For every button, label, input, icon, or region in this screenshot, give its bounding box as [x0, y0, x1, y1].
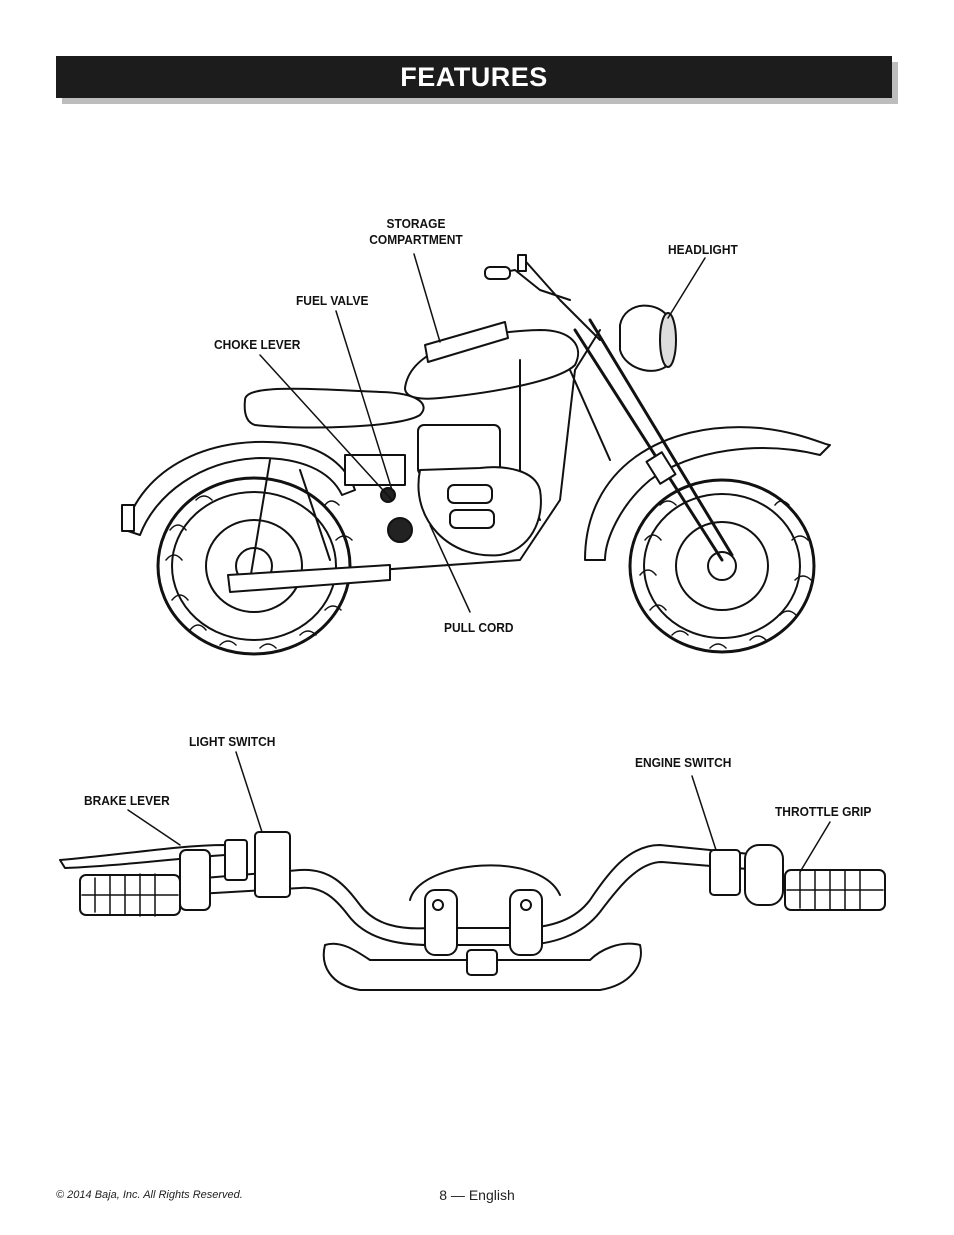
- leader-pull-cord: [429, 524, 471, 613]
- front-fender: [584, 426, 831, 561]
- seat: [243, 387, 425, 429]
- leader-headlight: [667, 257, 706, 319]
- fuel-valve-label: FUEL VALVE: [296, 293, 369, 308]
- leader-storage: [413, 253, 441, 343]
- throttle-grip-label: THROTTLE GRIP: [775, 804, 872, 819]
- choke-lever-label: CHOKE LEVER: [214, 337, 301, 352]
- motorcycle-illustration: [121, 253, 831, 656]
- page-number: 8 — English: [439, 1187, 515, 1203]
- leader-light-switch: [235, 751, 263, 833]
- handlebar-headlight-bowl: [409, 864, 561, 901]
- engine-switch-housing: [709, 849, 741, 896]
- headlight: [619, 304, 677, 372]
- front-wheel: [628, 478, 816, 654]
- leader-throttle-grip: [799, 821, 831, 873]
- leader-fuel-valve: [335, 310, 393, 491]
- right-grip: [784, 869, 886, 911]
- storage-label-line1: STORAGE: [386, 216, 446, 231]
- light-switch-housing: [254, 831, 291, 898]
- light-switch-label: LIGHT SWITCH: [189, 734, 276, 749]
- brake-lever-label: BRAKE LEVER: [84, 793, 170, 808]
- page-title-bar: FEATURES: [56, 56, 892, 98]
- copyright-notice: © 2014 Baja, Inc. All Rights Reserved.: [56, 1189, 243, 1201]
- left-grip: [79, 873, 181, 917]
- rear-fender: [124, 440, 356, 536]
- engine-switch-label: ENGINE SWITCH: [635, 755, 732, 770]
- headlight-label: HEADLIGHT: [668, 242, 738, 257]
- page-title: FEATURES: [400, 61, 548, 92]
- leader-choke: [259, 354, 393, 501]
- leader-engine-switch: [691, 775, 717, 851]
- frame: [229, 329, 611, 581]
- storage-compartment-label: STORAGE COMPARTMENT: [361, 216, 471, 248]
- front-fork: [573, 318, 734, 562]
- leader-brake-lever: [127, 809, 181, 846]
- pull-cord-label: PULL CORD: [444, 620, 514, 635]
- storage-label-line2: COMPARTMENT: [369, 232, 463, 247]
